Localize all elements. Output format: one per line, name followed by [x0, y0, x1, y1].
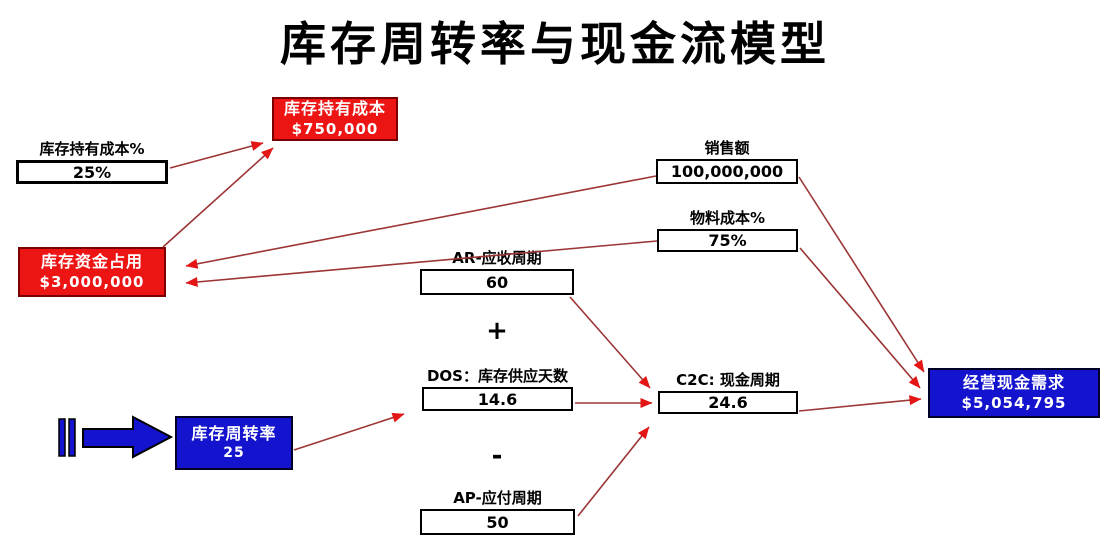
- node-ap-payable-period: AP-应付周期 50: [420, 489, 575, 535]
- inventory-holding-cost-pct-value: 25%: [16, 160, 168, 184]
- dos-inventory-supply-days-label: DOS：库存供应天数: [426, 367, 568, 385]
- arrow-turnover-to-dos: [293, 412, 405, 451]
- arrow-ap-to-c2c: [577, 426, 650, 517]
- plus-operator: +: [486, 316, 508, 346]
- big-blue-arrow: [58, 415, 174, 459]
- inventory-holding-cost-pct-label: 库存持有成本%: [39, 140, 145, 158]
- ar-receivable-period-value: 60: [420, 269, 574, 295]
- page-title: 库存周转率与现金流模型: [280, 17, 830, 71]
- sales-value: 100,000,000: [656, 159, 798, 184]
- arrow-c2c-to-demand: [798, 395, 922, 412]
- node-sales: 销售额 100,000,000: [656, 139, 798, 184]
- ar-receivable-period-label: AR-应收周期: [452, 249, 542, 267]
- node-inventory-capital-occupied: 库存资金占用 $3,000,000: [18, 247, 166, 297]
- ap-payable-period-value: 50: [420, 509, 575, 535]
- node-ar-receivable-period: AR-应收周期 60: [420, 249, 574, 295]
- sales-label: 销售额: [704, 139, 750, 157]
- material-cost-pct-label: 物料成本%: [689, 209, 766, 227]
- operating-cash-demand-value: $5,054,795: [961, 393, 1067, 412]
- c2c-cash-cycle-label: C2C: 现金周期: [676, 371, 780, 389]
- inventory-capital-occupied-value: $3,000,000: [39, 272, 145, 291]
- node-dos-inventory-supply-days: DOS：库存供应天数 14.6: [422, 367, 573, 411]
- arrow-material-to-demand: [799, 247, 921, 389]
- node-inventory-turnover: 库存周转率 25: [175, 416, 293, 470]
- inventory-holding-cost-label: 库存持有成本: [283, 98, 386, 118]
- inventory-holding-cost-value: $750,000: [291, 119, 379, 138]
- arrow-capital-to-holdingcost: [162, 147, 274, 248]
- arrow-holdingpct-to-holdingcost: [169, 141, 264, 169]
- arrow-sales-to-demand: [798, 176, 925, 373]
- arrow-ar-to-c2c: [569, 296, 651, 389]
- c2c-cash-cycle-value: 24.6: [658, 391, 798, 414]
- node-inventory-holding-cost: 库存持有成本 $750,000: [272, 97, 398, 141]
- operating-cash-demand-label: 经营现金需求: [962, 372, 1065, 392]
- ap-payable-period-label: AP-应付周期: [453, 489, 542, 507]
- node-c2c-cash-cycle: C2C: 现金周期 24.6: [658, 371, 798, 414]
- inventory-turnover-value: 25: [223, 445, 245, 462]
- node-material-cost-pct: 物料成本% 75%: [657, 209, 798, 252]
- inventory-capital-occupied-label: 库存资金占用: [40, 251, 143, 271]
- minus-operator: -: [491, 441, 503, 471]
- node-operating-cash-demand: 经营现金需求 $5,054,795: [928, 368, 1100, 418]
- dos-inventory-supply-days-value: 14.6: [422, 387, 573, 411]
- node-inventory-holding-cost-pct: 库存持有成本% 25%: [16, 140, 168, 184]
- material-cost-pct-value: 75%: [657, 229, 798, 252]
- inventory-turnover-label: 库存周转率: [191, 423, 277, 443]
